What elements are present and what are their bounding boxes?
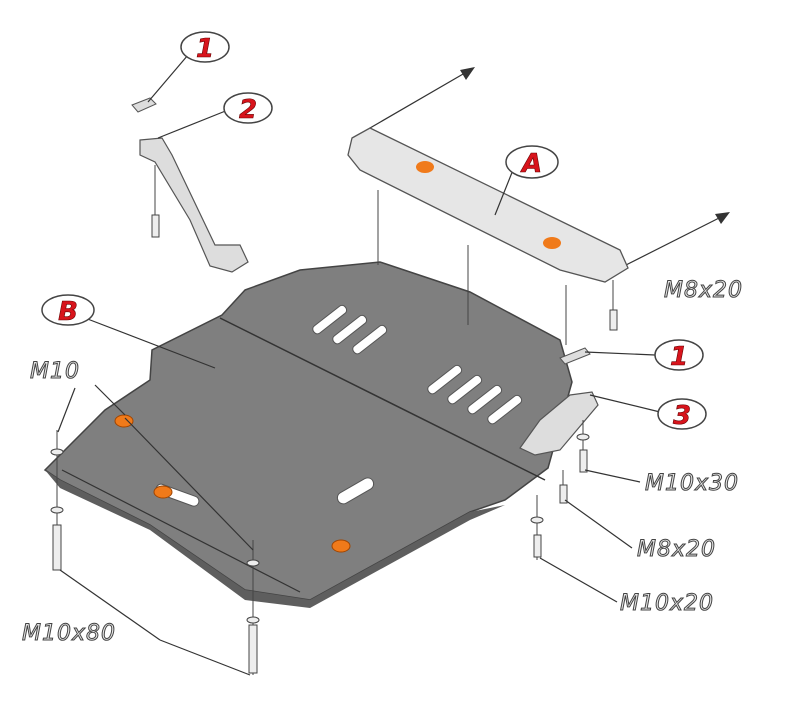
bracket-2 (131, 97, 599, 456)
label-m8x20-top: M8x20 (664, 278, 743, 303)
svg-text:2: 2 (239, 95, 257, 125)
svg-text:B: B (58, 297, 78, 327)
label-m8x20: M8x20 (637, 537, 716, 562)
skid-plate-b (43, 261, 573, 608)
svg-text:1: 1 (670, 342, 688, 372)
svg-text:A: A (520, 149, 542, 179)
callout-3: 3 (657, 398, 707, 431)
label-m10x80: M10x80 (22, 621, 116, 646)
label-m10: M10 (30, 359, 80, 384)
callout-b: B (41, 294, 95, 327)
svg-text:3: 3 (673, 401, 691, 431)
callout-2: 2 (223, 92, 273, 125)
bracket-a (347, 127, 629, 283)
label-m10x20: M10x20 (620, 591, 714, 616)
label-m10x30: M10x30 (645, 471, 739, 496)
plugs (114, 414, 351, 553)
callout-a: A (505, 145, 559, 179)
fasteners (50, 165, 618, 675)
svg-text:1: 1 (196, 34, 214, 64)
callout-1-right: 1 (654, 339, 704, 372)
leader-lines (57, 54, 661, 676)
direction-arrows (369, 67, 730, 269)
callout-1-top: 1 (180, 31, 230, 64)
